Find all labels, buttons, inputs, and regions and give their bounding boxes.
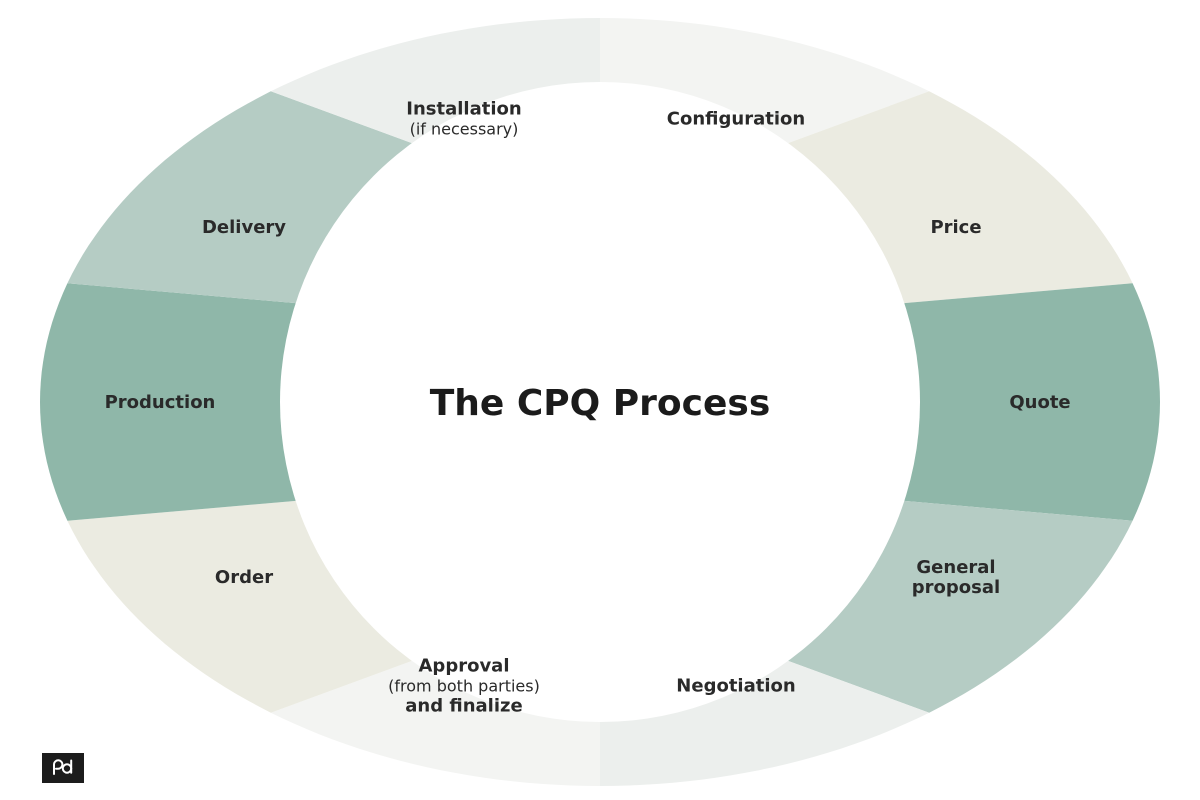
segment-label-line: General bbox=[916, 557, 995, 578]
segment-label-line: Delivery bbox=[202, 217, 286, 238]
segment-production bbox=[40, 283, 296, 521]
segment-label-price: Price bbox=[930, 217, 981, 238]
segment-label-negotiation: Negotiation bbox=[676, 675, 795, 696]
segment-label-delivery: Delivery bbox=[202, 217, 286, 238]
brand-logo bbox=[42, 753, 84, 783]
segment-label-line: (if necessary) bbox=[410, 120, 519, 139]
segment-label-line: Quote bbox=[1009, 392, 1070, 413]
segment-label-line: and finalize bbox=[405, 695, 522, 716]
segment-label-line: Installation bbox=[406, 99, 521, 120]
segment-label-line: Negotiation bbox=[676, 675, 795, 696]
segment-label-line: Approval bbox=[419, 655, 510, 676]
diagram-title: The CPQ Process bbox=[430, 383, 771, 424]
segment-label-quote: Quote bbox=[1009, 392, 1070, 413]
segment-label-approval: Approval(from both parties)and finalize bbox=[388, 655, 540, 716]
segment-installation bbox=[270, 18, 600, 144]
segment-label-configuration: Configuration bbox=[667, 109, 805, 130]
segment-negotiation bbox=[600, 660, 930, 786]
center-disc bbox=[280, 82, 920, 722]
segment-approval bbox=[270, 660, 600, 786]
segment-label-installation: Installation(if necessary) bbox=[406, 99, 521, 139]
segment-label-line: Production bbox=[105, 392, 216, 413]
segment-label-line: (from both parties) bbox=[388, 676, 540, 695]
segment-configuration bbox=[600, 18, 930, 144]
pd-logo-icon bbox=[53, 759, 73, 775]
segment-label-order: Order bbox=[215, 567, 273, 588]
segment-label-line: Price bbox=[930, 217, 981, 238]
segment-quote bbox=[904, 283, 1160, 521]
segment-label-line: Configuration bbox=[667, 109, 805, 130]
segment-label-production: Production bbox=[105, 392, 216, 413]
segment-label-line: proposal bbox=[912, 577, 1000, 598]
segment-label-line: Order bbox=[215, 567, 273, 588]
